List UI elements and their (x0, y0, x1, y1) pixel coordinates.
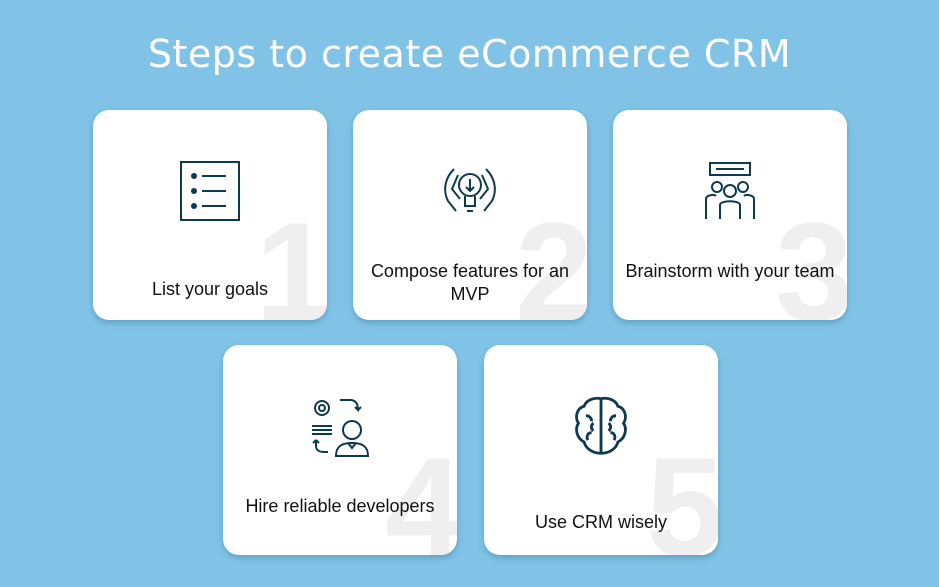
step-card-3: 3 Brainstorm with your team (613, 110, 847, 320)
step-number: 2 (515, 193, 587, 321)
step-card-5: 5 Use CRM wisely (484, 345, 718, 555)
step-label: Use CRM wisely (534, 512, 667, 532)
lightbulb-hands-icon (440, 160, 500, 222)
step-number: 3 (775, 193, 847, 321)
step-card-1: 1 List your goals (93, 110, 327, 320)
step-label: Compose features for an MVP (370, 261, 570, 304)
step-number: 5 (646, 428, 718, 556)
developer-hire-icon (310, 395, 370, 457)
step-number: 4 (385, 428, 457, 556)
brain-icon (571, 395, 631, 457)
step-card-2: 2 Compose features for an MVP (353, 110, 587, 320)
step-label: List your goals (151, 279, 269, 299)
step-card-4: 4 Hire reliable developers (223, 345, 457, 555)
team-brainstorm-icon (700, 160, 760, 222)
star-list-icon (180, 160, 240, 222)
step-label: Hire reliable developers (245, 496, 435, 516)
step-number: 1 (255, 193, 327, 321)
page-title: Steps to create eCommerce CRM (147, 32, 792, 76)
step-label: Brainstorm with your team (625, 261, 835, 281)
